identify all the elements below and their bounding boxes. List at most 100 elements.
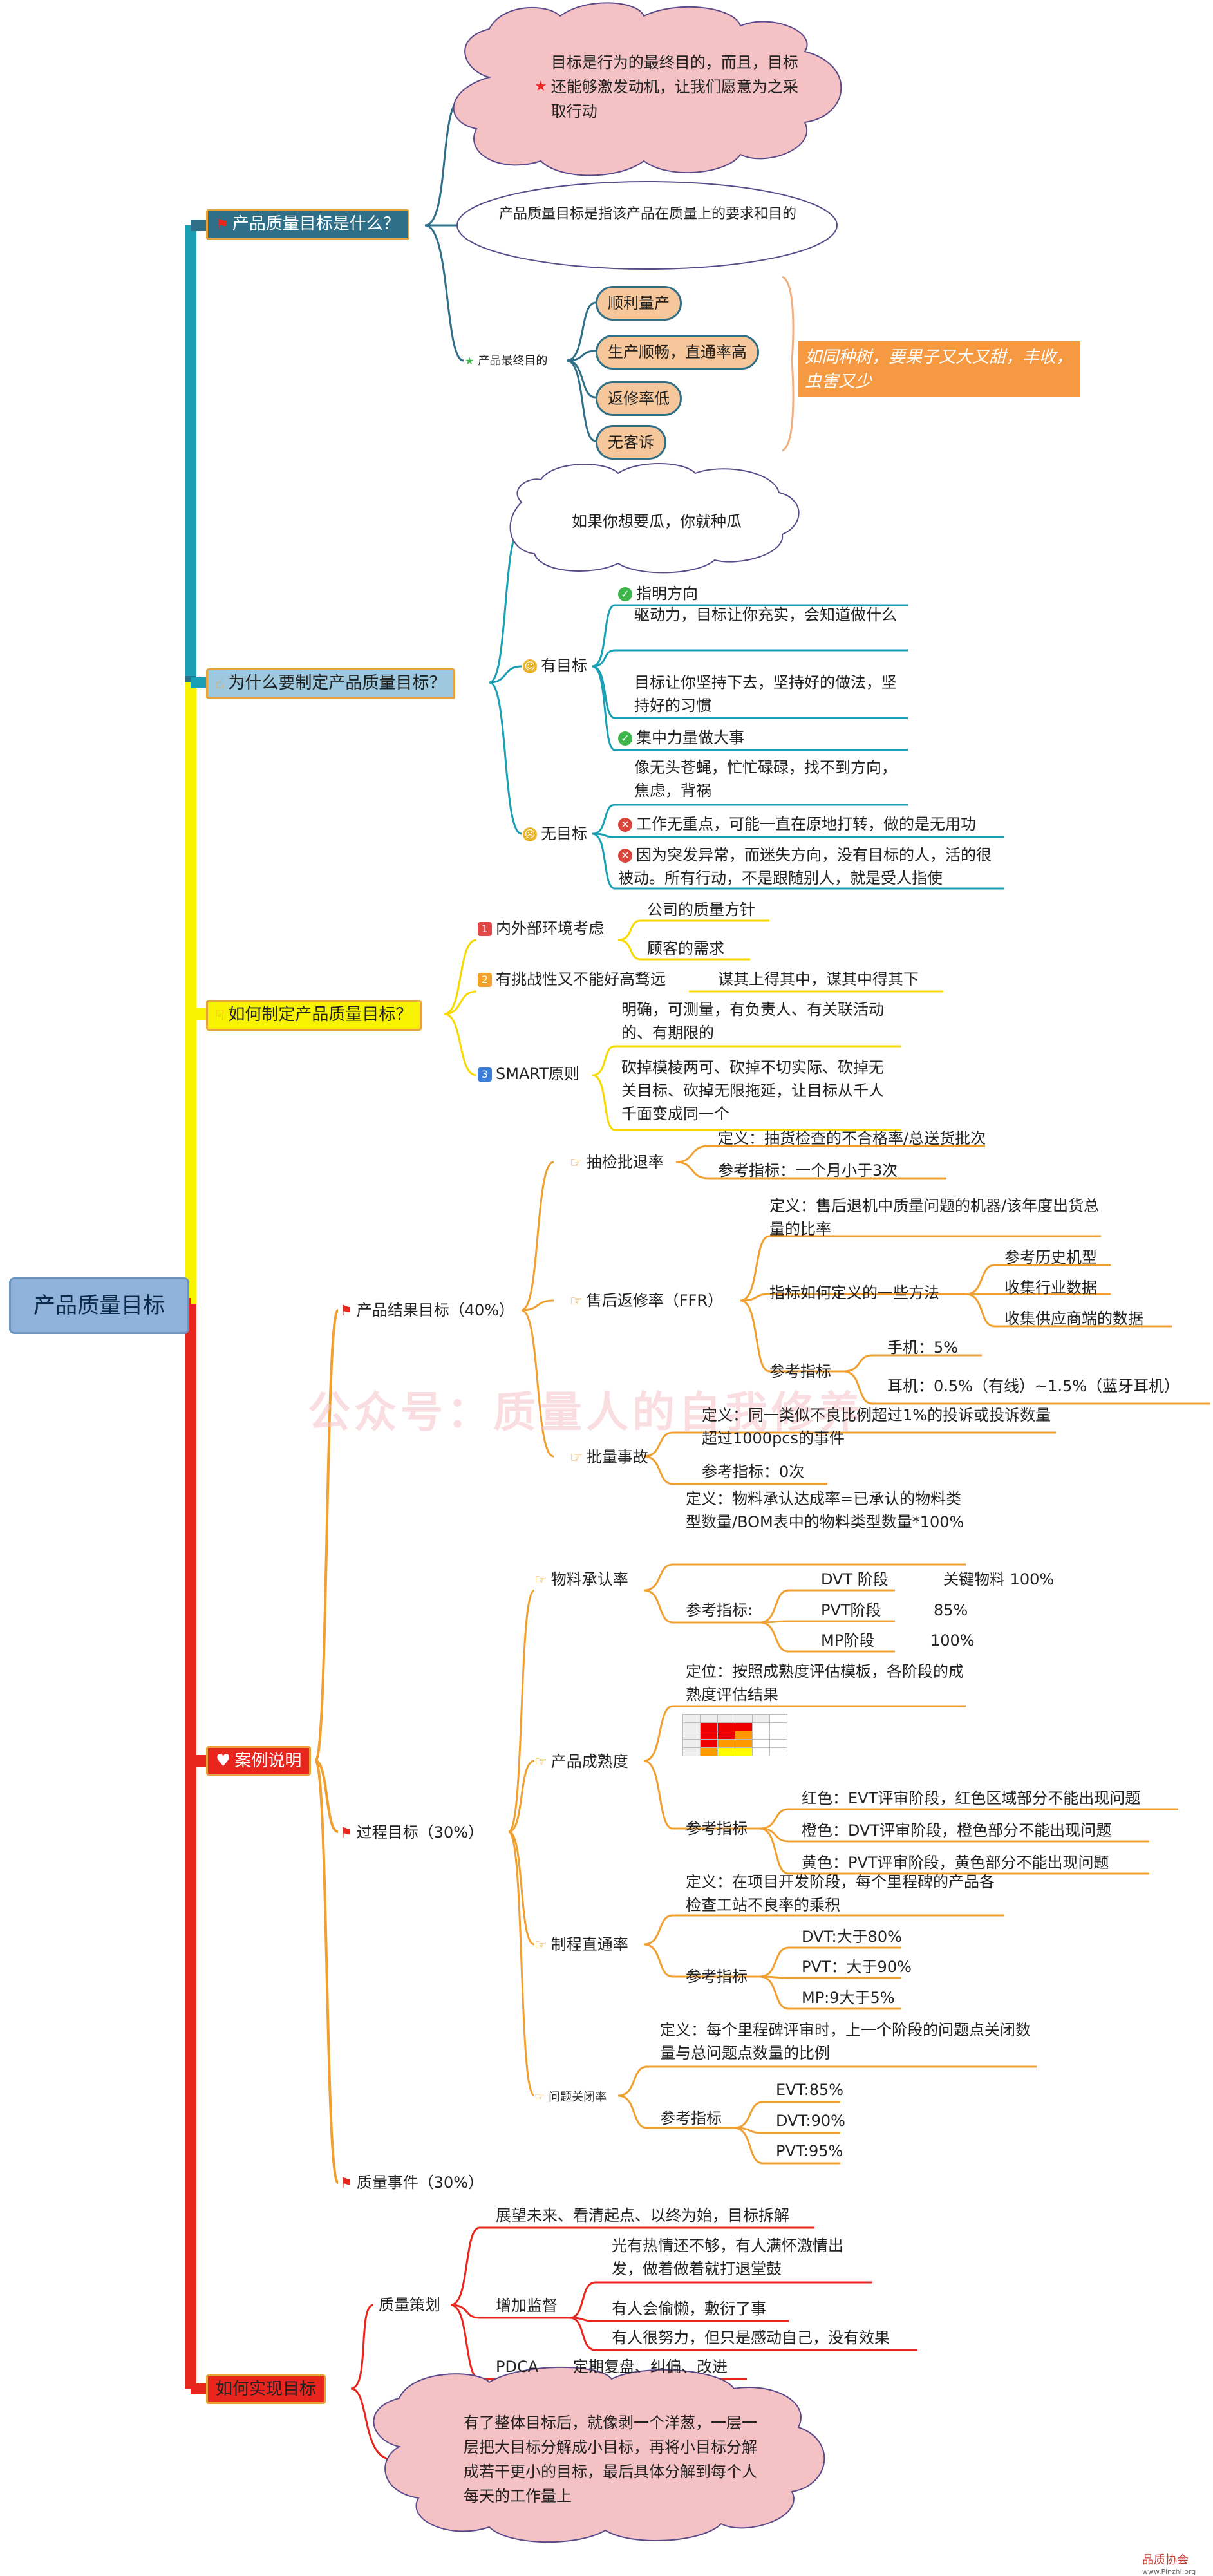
heart-icon: ♥ xyxy=(216,1751,231,1771)
issue-closure-rate[interactable]: ☞问题关闭率 xyxy=(534,2086,606,2109)
principle-1-item: 顾客的需求 xyxy=(647,939,724,957)
hand-icon: ☞ xyxy=(534,1754,547,1771)
section-title: 案例说明 xyxy=(234,1751,302,1771)
section-how-achieve[interactable]: 如何实现目标 xyxy=(206,2374,326,2404)
pdca[interactable]: PDCA xyxy=(496,2358,539,2376)
section-title: 如何制定产品质量目标？ xyxy=(228,1005,413,1024)
product-maturity[interactable]: ☞产品成熟度 xyxy=(534,1750,628,1774)
material-value: 关键物料 100% xyxy=(943,1570,1055,1588)
principle-3-item: 砍掉模棱两可、砍掉不切实际、砍掉无关目标、砍掉无限拖延，让目标从千人千面变成同一… xyxy=(621,1058,884,1123)
ffr-method-item: 收集行业数据 xyxy=(1004,1279,1097,1297)
no-goal-text: 无目标 xyxy=(541,825,587,843)
watermark: 公众号：质量人的自我修养 xyxy=(308,1387,864,1437)
cloud-text: 目标是行为的最终目的，而且，目标还能够激发动机，让我们愿意为之采取行动 xyxy=(550,53,798,120)
batch-def: 定义：同一类似不良比例超过1%的投诉或投诉数量超过1000pcs的事件 xyxy=(702,1406,1051,1447)
principle-2-item: 谋其上得其中，谋其中得其下 xyxy=(718,970,919,988)
first-pass-yield[interactable]: ☞制程直通率 xyxy=(534,1933,628,1957)
maturity-template-thumbnail xyxy=(682,1714,787,1756)
root-node[interactable]: 产品质量目标 xyxy=(9,1277,189,1334)
yield-item: DVT:大于80% xyxy=(802,1928,902,1946)
no-goal-item-text: 因为突发异常，而迷失方向，没有目标的人，活的很被动。所有行动，不是跟随别人，就是… xyxy=(618,846,992,887)
hand-icon: ☞ xyxy=(570,1450,583,1466)
ffr-ref-item: 耳机：0.5%（有线）~1.5%（蓝牙耳机） xyxy=(887,1377,1180,1395)
closure-item: PVT:95% xyxy=(776,2142,843,2160)
pinzhi-logo: 品质协会 www.Pinzhi.org xyxy=(1142,2551,1196,2576)
section-how-set-goal[interactable]: ☟如何制定产品质量目标？ xyxy=(206,1000,422,1031)
cross-icon: ✕ xyxy=(618,818,632,832)
material-ref: 参考指标: xyxy=(686,1601,753,1619)
lot-ref: 参考指标：一个月小于3次 xyxy=(718,1161,898,1180)
section-case-study[interactable]: ♥案例说明 xyxy=(206,1746,312,1776)
cloud-melon: 如果你想要瓜，你就种瓜 xyxy=(572,512,742,531)
no-goal-item: ✕因为突发异常，而迷失方向，没有目标的人，活的很被动。所有行动，不是跟随别人，就… xyxy=(618,843,1004,890)
material-text: 物料承认率 xyxy=(550,1570,628,1588)
ffr-method-item: 收集供应商端的数据 xyxy=(1004,1310,1143,1328)
closure-item: EVT:85% xyxy=(776,2081,844,2099)
planning-item: 展望未来、看清起点、以终为始，目标拆解 xyxy=(496,2206,789,2224)
hand-icon: ☞ xyxy=(534,1572,547,1588)
number-3-icon: 3 xyxy=(478,1067,492,1082)
purpose-item[interactable]: 生产顺畅，直通率高 xyxy=(596,335,759,370)
maturity-item: 橙色：DVT评审阶段，橙色部分不能出现问题 xyxy=(802,1821,1112,1839)
has-goal-label[interactable]: ☺有目标 xyxy=(523,654,587,677)
batch-ref: 参考指标：0次 xyxy=(702,1463,805,1481)
hand-icon: ☞ xyxy=(570,1293,583,1310)
material-approval[interactable]: ☞物料承认率 xyxy=(534,1568,628,1592)
ffr-ref-item: 手机：5% xyxy=(887,1339,959,1357)
purpose-item[interactable]: 顺利量产 xyxy=(596,286,682,321)
principle-2-text: 有挑战性又不能好高骛远 xyxy=(496,970,666,988)
section-title: 为什么要制定产品质量目标？ xyxy=(228,673,446,693)
has-goal-item-text: 集中力量做大事 xyxy=(636,729,744,747)
hand-icon: ☞ xyxy=(570,1155,583,1171)
has-goal-text: 有目标 xyxy=(541,657,587,675)
batch-accident[interactable]: ☞批量事故 xyxy=(570,1445,648,1470)
purpose-label[interactable]: ★产品最终目的 xyxy=(465,350,547,373)
process-goal[interactable]: ⚑过程目标（30%） xyxy=(340,1821,484,1845)
section-why-goal[interactable]: ☝为什么要制定产品质量目标？ xyxy=(206,668,456,699)
star-icon: ★ xyxy=(534,79,547,95)
supervision-item: 有人会偷懒，敷衍了事 xyxy=(612,2300,766,2318)
yield-item: PVT：大于90% xyxy=(802,1958,912,1976)
lot-reject-rate[interactable]: ☞抽检批退率 xyxy=(570,1151,664,1175)
material-stage: PVT阶段 xyxy=(821,1601,881,1619)
no-goal-item: ✕工作无重点，可能一直在原地打转，做的是无用功 xyxy=(618,813,976,836)
no-goal-item: 像无头苍蝇，忙忙碌碌，找不到方向，焦虑，背祸 xyxy=(634,758,897,800)
quality-planning[interactable]: 质量策划 xyxy=(379,2296,440,2314)
section-what-is-goal[interactable]: ⚑产品质量目标是什么？ xyxy=(206,209,409,240)
yield-text: 制程直通率 xyxy=(550,1935,628,1953)
purpose-label-text: 产品最终目的 xyxy=(478,354,548,368)
quality-event-text: 质量事件（30%） xyxy=(356,2174,484,2192)
flag-icon: ⚑ xyxy=(340,1303,353,1319)
has-goal-item: ✓指明方向 xyxy=(618,582,698,605)
closure-text: 问题关闭率 xyxy=(549,2091,607,2104)
logo-url: www.Pinzhi.org xyxy=(1142,2568,1196,2576)
ffr-ref: 参考指标 xyxy=(769,1362,831,1380)
ffr[interactable]: ☞售后返修率（FFR） xyxy=(570,1289,723,1313)
closure-def: 定义：每个里程碑评审时，上一个阶段的问题点关闭数量与总问题点数量的比例 xyxy=(660,2021,1031,2062)
result-goal[interactable]: ⚑产品结果目标（40%） xyxy=(340,1299,514,1323)
quality-event[interactable]: ⚑质量事件（30%） xyxy=(340,2171,484,2195)
maturity-item: 红色：EVT评审阶段，红色区域部分不能出现问题 xyxy=(802,1789,1141,1807)
purpose-item[interactable]: 无客诉 xyxy=(596,425,666,460)
closure-item: DVT:90% xyxy=(776,2112,845,2130)
material-value: 100% xyxy=(930,1631,975,1650)
hand-icon: ☞ xyxy=(534,1937,547,1953)
neutral-face-icon: ☹ xyxy=(523,827,537,841)
material-stage: MP阶段 xyxy=(821,1631,875,1650)
tree-analogy-note: 如同种树，要果子又大又甜，丰收，虫害又少 xyxy=(798,341,1080,397)
maturity-text: 产品成熟度 xyxy=(550,1753,628,1771)
maturity-ref: 参考指标 xyxy=(686,1819,748,1838)
principle-3-item: 明确，可测量，有负责人、有关联活动的、有期限的 xyxy=(621,1001,884,1042)
check-icon: ✓ xyxy=(618,587,632,601)
increase-supervision[interactable]: 增加监督 xyxy=(496,2297,558,2315)
number-1-icon: 1 xyxy=(478,922,492,936)
lot-reject-text: 抽检批退率 xyxy=(586,1153,664,1171)
no-goal-label[interactable]: ☹ 无目标 xyxy=(523,822,587,845)
ffr-text: 售后返修率（FFR） xyxy=(586,1292,724,1310)
purpose-item[interactable]: 返修率低 xyxy=(596,381,682,416)
maturity-item: 黄色：PVT评审阶段，黄色部分不能出现问题 xyxy=(802,1854,1109,1872)
star-icon: ★ xyxy=(465,355,475,367)
